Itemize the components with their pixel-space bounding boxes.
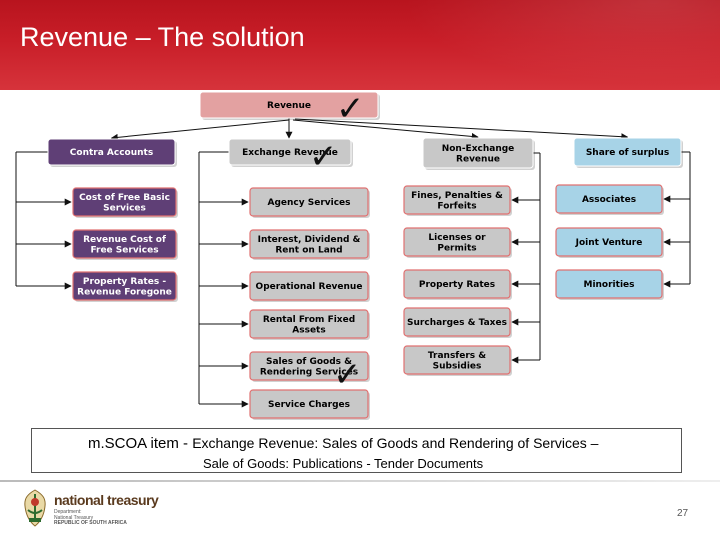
page-number: 27 xyxy=(677,508,689,519)
title-banner: Revenue – The solution xyxy=(0,0,720,90)
org-sub-line: REPUBLIC OF SOUTH AFRICA xyxy=(54,520,127,526)
box-joint-venture: Joint Venture xyxy=(555,227,664,258)
box-minorities: Minorities xyxy=(555,269,664,300)
box-operational-revenue: Operational Revenue xyxy=(249,271,370,302)
box-share-of-surplus: Share of surplus xyxy=(573,137,683,168)
caption-line-2: Sale of Goods: Publications - Tender Doc… xyxy=(203,456,484,471)
box-label: Interest, Dividend & xyxy=(258,235,361,245)
org-sub-line: Department: xyxy=(54,509,82,515)
caption-lead: m.SCOA item - xyxy=(88,435,193,452)
box-label: Rent on Land xyxy=(275,245,342,255)
box-label: Property Rates xyxy=(419,280,495,290)
box-service-charges: Service Charges xyxy=(249,389,370,420)
box-label: Minorities xyxy=(583,280,634,290)
box-label: Associates xyxy=(582,195,636,205)
mscoa-caption-box: m.SCOA item - Exchange Revenue: Sales of… xyxy=(31,428,682,473)
box-contra-accounts: Contra Accounts xyxy=(47,138,177,167)
box-label: Revenue Cost of xyxy=(83,235,166,245)
box-label: Exchange Revenue xyxy=(242,148,338,158)
box-sales-of-goods-and-rendering-services: Sales of Goods &Rendering Services xyxy=(249,351,370,382)
box-label: Surcharges & Taxes xyxy=(407,318,507,328)
box-property-rates-revenue-foregone: Property Rates -Revenue Foregone xyxy=(72,271,178,302)
footer-divider xyxy=(0,480,720,482)
connector xyxy=(294,118,629,141)
box-label: Rendering Services xyxy=(260,367,358,377)
box-label: Transfers & xyxy=(428,351,486,361)
box-revenue: Revenue xyxy=(199,91,380,120)
check-mark-icon-sales-of-goods-and-rendering-services: ✓ xyxy=(333,355,362,395)
connector-lines xyxy=(15,118,691,408)
box-label: Assets xyxy=(292,325,325,335)
box-label: Licenses or xyxy=(428,233,486,243)
box-fines-penalties-and-forfeits: Fines, Penalties &Forfeits xyxy=(403,185,512,216)
check-mark-icon-revenue: ✓ xyxy=(336,89,365,129)
slide-title: Revenue – The solution xyxy=(20,22,305,52)
box-label: Agency Services xyxy=(267,198,350,208)
box-transfers-and-subsidies: Transfers &Subsidies xyxy=(403,345,512,376)
box-label: Property Rates - xyxy=(83,277,166,287)
box-label: Joint Venture xyxy=(575,238,643,248)
box-label: Revenue xyxy=(267,101,311,111)
org-name: national treasury xyxy=(54,492,159,508)
check-mark-icon-exchange-revenue: ✓ xyxy=(309,137,338,177)
box-label: Sales of Goods & xyxy=(266,357,352,367)
org-subtitle: Department: National Treasury REPUBLIC O… xyxy=(54,509,127,527)
caption-text: Exchange Revenue: Sales of Goods and Ren… xyxy=(192,435,599,451)
connector xyxy=(292,119,479,140)
coat-of-arms-icon xyxy=(24,489,46,527)
box-interest-dividend-and-rent-on-land: Interest, Dividend &Rent on Land xyxy=(249,229,370,260)
box-label: Fines, Penalties & xyxy=(411,191,503,201)
box-surcharges-and-taxes: Surcharges & Taxes xyxy=(403,307,512,338)
box-label: Cost of Free Basic xyxy=(79,193,170,203)
box-label: Service Charges xyxy=(268,400,350,410)
connector xyxy=(110,119,290,141)
check-marks: ✓ ✓ ✓ xyxy=(309,89,365,395)
box-associates: Associates xyxy=(555,184,664,215)
box-label: Operational Revenue xyxy=(256,282,363,292)
box-label: Services xyxy=(103,203,146,213)
caption-line-1: m.SCOA item - Exchange Revenue: Sales of… xyxy=(88,435,598,452)
box-label: Subsidies xyxy=(433,361,482,371)
box-label: Rental From Fixed xyxy=(263,315,355,325)
box-label: Revenue xyxy=(456,154,500,164)
box-label: Free Services xyxy=(90,245,158,255)
box-label: Contra Accounts xyxy=(70,148,153,158)
box-agency-services: Agency Services xyxy=(249,187,370,218)
org-sub-line: National Treasury xyxy=(54,514,94,521)
box-property-rates: Property Rates xyxy=(403,269,512,300)
box-label: Forfeits xyxy=(437,201,476,211)
box-label: Non-Exchange xyxy=(442,144,515,154)
box-exchange-revenue: Exchange Revenue xyxy=(228,138,353,167)
box-label: Permits xyxy=(437,243,476,253)
box-label: Revenue Foregone xyxy=(77,287,172,297)
box-label: Share of surplus xyxy=(586,148,669,158)
